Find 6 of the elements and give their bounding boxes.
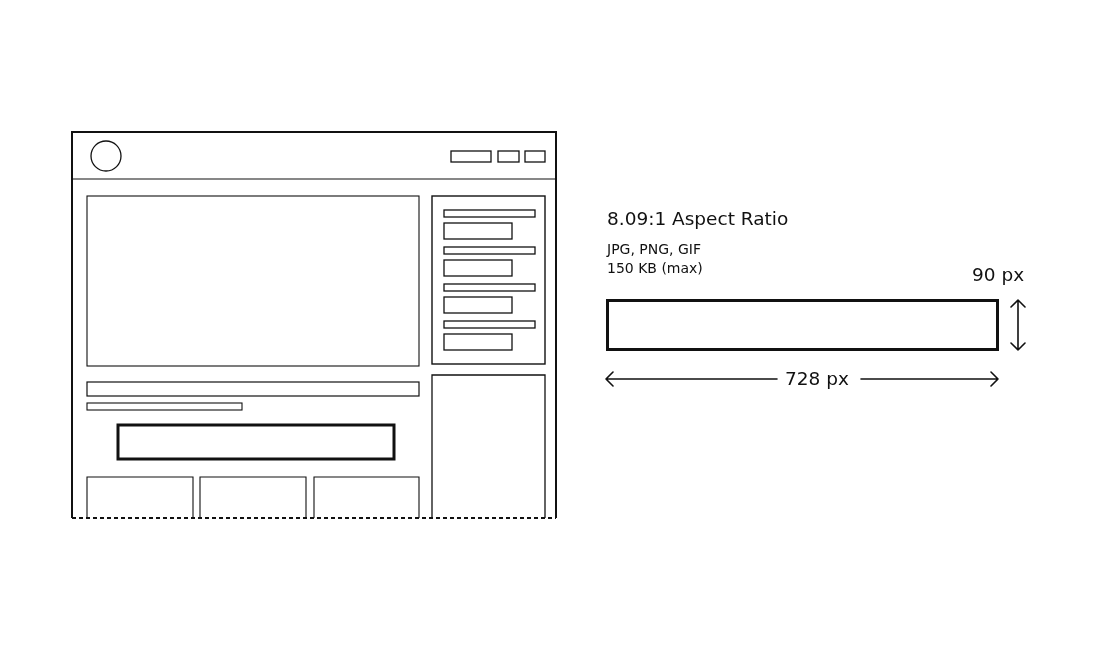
- leaderboard-banner: [606, 299, 999, 351]
- height-label: 90 px: [972, 264, 1025, 286]
- aspect-ratio-heading: 8.09:1 Aspect Ratio: [607, 208, 789, 230]
- file-size-note: 150 KB (max): [607, 260, 703, 277]
- width-label: 728 px: [785, 368, 849, 390]
- file-format-list: JPG, PNG, GIF: [607, 241, 701, 258]
